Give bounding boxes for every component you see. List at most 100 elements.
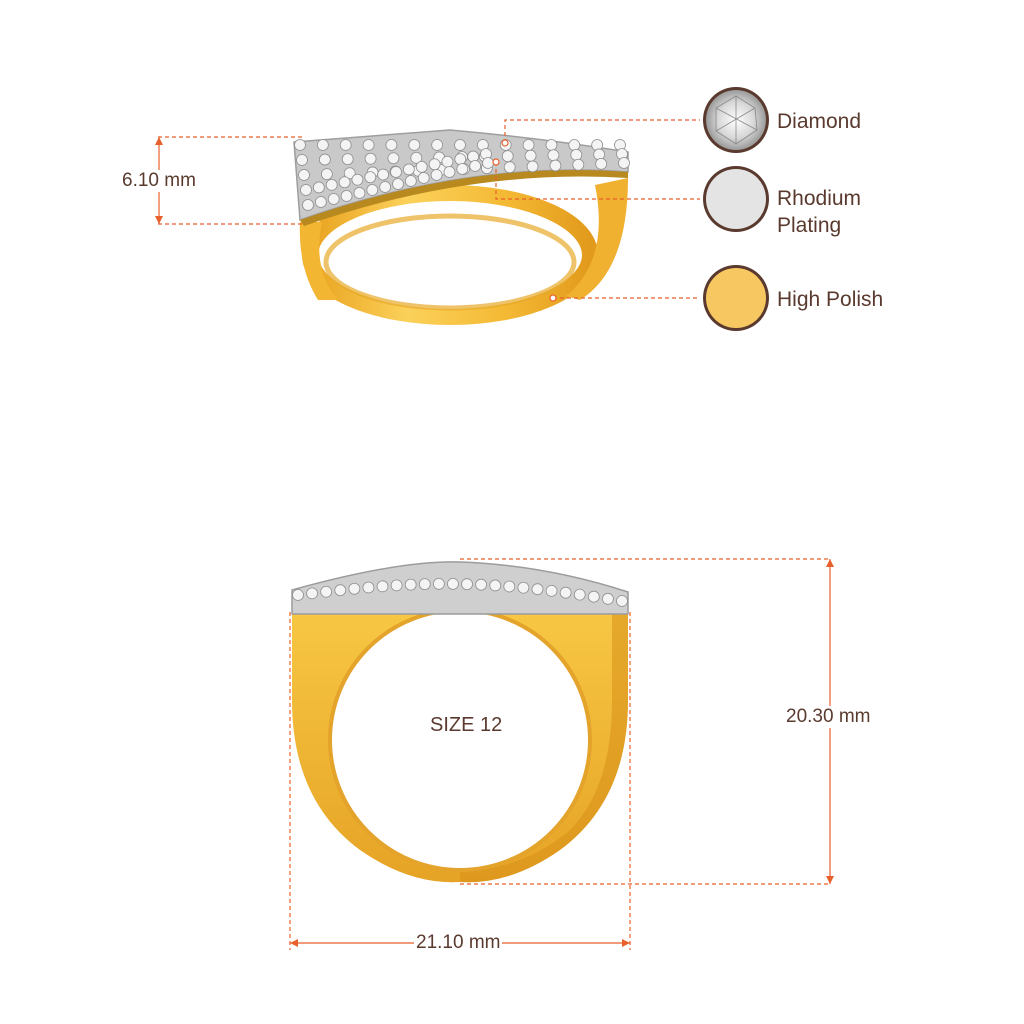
diamond-stone	[320, 585, 333, 598]
diamond-stone	[302, 199, 314, 211]
diamond-stone	[364, 171, 377, 184]
ring-front-view	[291, 561, 629, 883]
diamond-stone	[325, 178, 338, 191]
diamond-stone	[343, 167, 356, 180]
diamond-stone	[456, 163, 469, 175]
top-height-label: 6.10 mm	[120, 170, 198, 192]
diamond-stone	[300, 184, 312, 196]
diamond-stone	[318, 153, 331, 166]
diamond-stone	[341, 153, 354, 166]
diamond-stone	[447, 578, 459, 590]
legend-leaders	[495, 119, 700, 299]
diamond-stone	[547, 149, 560, 162]
diamond-stone	[298, 169, 310, 181]
diamond-stone	[618, 157, 630, 169]
diamond-stone	[387, 152, 400, 165]
diamond-stone	[385, 139, 398, 151]
legend-rhodium-label-line2: Plating	[777, 214, 842, 237]
diamond-stone	[314, 196, 327, 208]
diamond-stone	[573, 588, 586, 601]
diamond-stone	[431, 139, 444, 151]
diamond-stone	[338, 176, 351, 189]
diamond-stone	[549, 159, 562, 172]
diamond-stone	[602, 592, 614, 605]
diamond-stone	[503, 161, 516, 174]
diamond-stone	[482, 157, 494, 169]
diamond-stone	[312, 181, 325, 194]
diamond-stone	[432, 578, 445, 590]
diamond-stone	[616, 595, 628, 607]
diamond-stone	[366, 184, 379, 196]
diamond-stone	[408, 139, 421, 151]
front-width-label: 21.10 mm	[414, 932, 503, 954]
diamond-stone	[316, 139, 329, 151]
ring-band-outer	[302, 185, 598, 325]
diamond-stone	[572, 158, 585, 171]
diamond-stone	[404, 175, 417, 187]
diamond-stone	[362, 139, 375, 151]
ring-size-label: SIZE 12	[430, 714, 503, 736]
diamond-stone	[327, 193, 340, 205]
legend-high-polish-label: High Polish	[777, 288, 884, 311]
diamond-stone	[353, 187, 366, 199]
diamond-stone	[501, 150, 514, 163]
ring-inner-opening	[330, 610, 590, 870]
diamond-stone	[545, 139, 558, 151]
diamond-stone	[292, 589, 304, 601]
diamond-stone	[306, 587, 318, 600]
diamond-stone	[461, 578, 473, 591]
diamond-stone	[517, 581, 530, 594]
diamond-stone	[296, 154, 308, 166]
rhodium-swatch	[703, 166, 769, 232]
diamond-stone	[469, 160, 482, 172]
diamond-stone	[570, 148, 583, 161]
pave-diamonds	[294, 139, 630, 211]
high-polish-swatch	[703, 265, 769, 331]
diamond-stone	[410, 151, 423, 164]
ring-shank-right	[566, 178, 628, 300]
diamond-stone	[415, 160, 428, 173]
diamond-stone	[390, 166, 402, 178]
diamond-stone	[524, 149, 537, 162]
diamond-stone	[568, 139, 581, 151]
ring-top-view	[293, 129, 630, 325]
front-pave-plate	[291, 561, 629, 615]
ring-front-shade	[460, 612, 628, 883]
diamond-stone	[404, 578, 417, 591]
front-height-label: 20.30 mm	[784, 706, 873, 728]
front-pave-diamonds	[292, 578, 628, 607]
diamond-stone	[334, 584, 347, 597]
diamond-stone	[294, 139, 306, 151]
diamond-stone	[489, 579, 502, 592]
diamond-stone	[362, 581, 375, 594]
ring-shank-left	[299, 222, 338, 300]
diamond-stone	[340, 190, 353, 202]
diamond-stone	[351, 173, 364, 186]
diamond-stone	[428, 158, 441, 171]
legend-diamond-label: Diamond	[777, 110, 862, 133]
diamond-stone	[531, 583, 544, 596]
diamond-stone	[320, 168, 333, 181]
diamond-stone	[348, 582, 361, 595]
diamond-stone	[379, 181, 392, 193]
diamond-stone	[475, 578, 488, 591]
ring-band-inner-edge	[323, 213, 577, 311]
diamond-stone	[587, 590, 600, 603]
diamond-stone	[392, 178, 404, 190]
diamond-stone	[339, 139, 352, 151]
diamond-icon	[703, 87, 769, 153]
diamond-stone	[377, 168, 390, 181]
diamond-stone	[390, 579, 403, 592]
diamond-stone	[430, 169, 443, 181]
leader-dots	[492, 139, 557, 302]
diamond-stone	[364, 152, 377, 165]
diamond-stone	[522, 139, 535, 151]
pave-plate-edge	[300, 170, 628, 226]
diamond-stone	[545, 584, 558, 597]
diamond-stone	[417, 172, 430, 184]
diamond-stone	[526, 160, 539, 173]
diamond-stone	[503, 580, 516, 593]
diamond-stone	[441, 155, 454, 168]
diamond-stone	[418, 578, 431, 591]
